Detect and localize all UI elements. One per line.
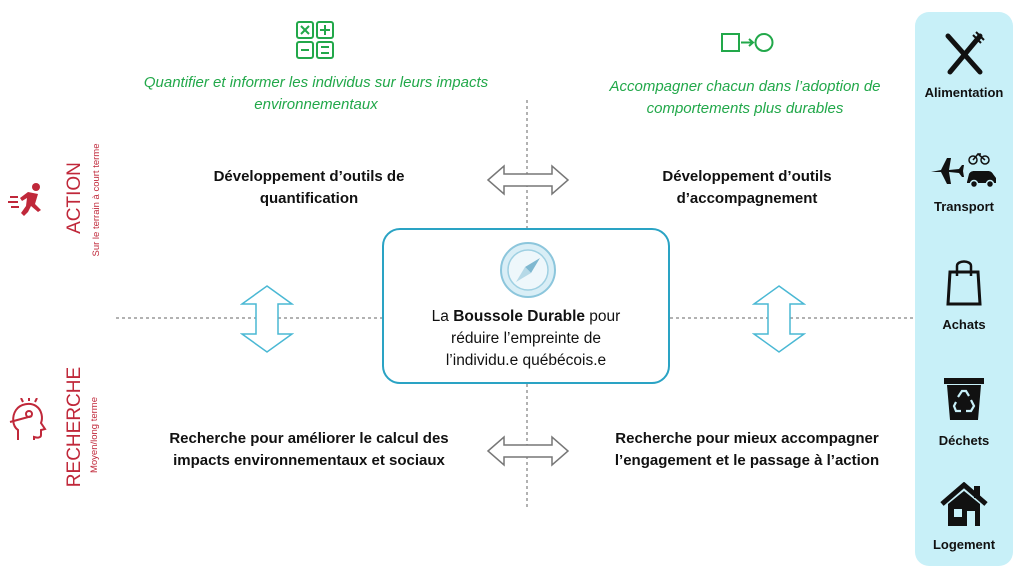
- top-right-line2: comportements plus durables: [646, 100, 844, 117]
- sidebar-label-transport: Transport: [934, 199, 994, 214]
- center-line1: La Boussole Durable pour: [384, 306, 668, 328]
- sidebar-item-logement: Logement: [915, 481, 1013, 552]
- top-left-line2: environnementaux: [254, 96, 378, 113]
- center-brand: Boussole Durable: [453, 308, 585, 325]
- sidebar-item-achats: Achats: [915, 256, 1013, 332]
- center-line2: réduire l’empreinte de: [451, 330, 601, 347]
- head-thinking-icon: [9, 398, 47, 440]
- running-person-icon: [8, 183, 41, 216]
- recherche-left-line2: impacts environnementaux et sociaux: [173, 452, 445, 469]
- center-text: La Boussole Durable pour réduire l’empre…: [384, 306, 668, 372]
- action-sublabel: Sur le terrain à court terme: [91, 143, 102, 257]
- fork-knife-icon: [945, 31, 985, 75]
- recherche-label: RECHERCHE: [64, 366, 85, 488]
- action-left-line1: Développement d’outils de: [213, 168, 405, 185]
- recherche-left-title: Recherche pour améliorer le calcul des i…: [140, 428, 478, 472]
- recherche-right-line1: Recherche pour mieux accompagner: [615, 430, 879, 447]
- sidebar-item-transport: Transport: [915, 150, 1013, 214]
- center-line3: l’individu.e québécois.e: [445, 352, 607, 369]
- action-right-title: Développement d’outils d’accompagnement: [590, 166, 904, 210]
- sidebar-label-logement: Logement: [932, 537, 996, 552]
- action-label: ACTION: [64, 162, 85, 234]
- plane-bike-car-icon: [931, 152, 996, 189]
- compass-icon: [500, 242, 556, 298]
- house-icon: [940, 481, 988, 526]
- recycle-bin-icon: [944, 378, 984, 420]
- center-suffix: pour: [585, 308, 621, 325]
- sidebar-item-alimentation: Alimentation: [915, 30, 1013, 100]
- top-left-line1: Quantifier et informer les individus sur…: [143, 74, 489, 91]
- calculator-icon: [296, 21, 334, 59]
- action-left-line2: quantification: [259, 190, 359, 207]
- action-left-title: Développement d’outils de quantification: [150, 166, 468, 210]
- top-right-text: Accompagner chacun dans l’adoption de co…: [580, 76, 910, 120]
- sidebar-label-dechets: Déchets: [938, 433, 990, 448]
- center-box: La Boussole Durable pour réduire l’empre…: [382, 228, 670, 384]
- horizontal-double-arrow-bottom: [486, 435, 570, 467]
- top-left-text: Quantifier et informer les individus sur…: [100, 72, 532, 116]
- sidebar-item-dechets: Déchets: [915, 376, 1013, 448]
- square-arrow-circle-icon: [721, 33, 774, 52]
- recherche-right-line2: l’engagement et le passage à l’action: [614, 452, 880, 469]
- recherche-sublabel: Moyen/long terme: [89, 396, 100, 474]
- top-right-line1: Accompagner chacun dans l’adoption de: [609, 78, 881, 95]
- action-right-line2: d’accompagnement: [676, 190, 818, 207]
- vertical-double-arrow-right: [752, 285, 806, 353]
- category-sidebar: Alimentation Transport Achats: [915, 12, 1013, 566]
- recherche-right-title: Recherche pour mieux accompagner l’engag…: [590, 428, 904, 472]
- vertical-double-arrow-left: [240, 285, 294, 353]
- center-prefix: La: [431, 308, 454, 325]
- shopping-bag-icon: [946, 260, 982, 306]
- sidebar-label-achats: Achats: [942, 317, 986, 332]
- action-right-line1: Développement d’outils: [662, 168, 832, 185]
- recherche-left-line1: Recherche pour améliorer le calcul des: [169, 430, 449, 447]
- horizontal-double-arrow-top: [486, 164, 570, 196]
- sidebar-label-alimentation: Alimentation: [924, 85, 1004, 100]
